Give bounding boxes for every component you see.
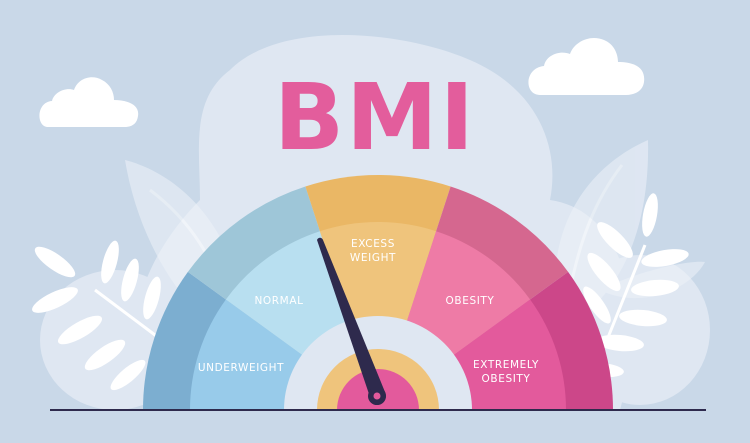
label-obesity: OBESITY bbox=[446, 294, 495, 308]
label-line: WEIGHT bbox=[349, 252, 397, 264]
fern-right-icon bbox=[580, 193, 689, 378]
bmi-title: BMI bbox=[274, 64, 476, 171]
label-line: UNDERWEIGHT bbox=[197, 362, 285, 374]
label-line: OBESITY bbox=[481, 373, 531, 385]
cloud-right-icon bbox=[528, 37, 645, 95]
label-excess-weight: EXCESS WEIGHT bbox=[350, 237, 396, 265]
label-line: EXTREMELY bbox=[473, 359, 539, 371]
label-underweight: UNDERWEIGHT bbox=[198, 361, 284, 375]
cloud-left-icon bbox=[39, 77, 139, 127]
bmi-gauge bbox=[143, 175, 613, 410]
label-extremely-obesity: EXTREMELY OBESITY bbox=[473, 358, 539, 386]
label-line: NORMAL bbox=[254, 295, 304, 307]
label-line: EXCESS bbox=[351, 238, 395, 250]
needle-icon bbox=[317, 237, 386, 405]
fern-left-icon bbox=[32, 240, 176, 391]
label-line: OBESITY bbox=[445, 295, 495, 307]
label-normal: NORMAL bbox=[254, 294, 303, 308]
